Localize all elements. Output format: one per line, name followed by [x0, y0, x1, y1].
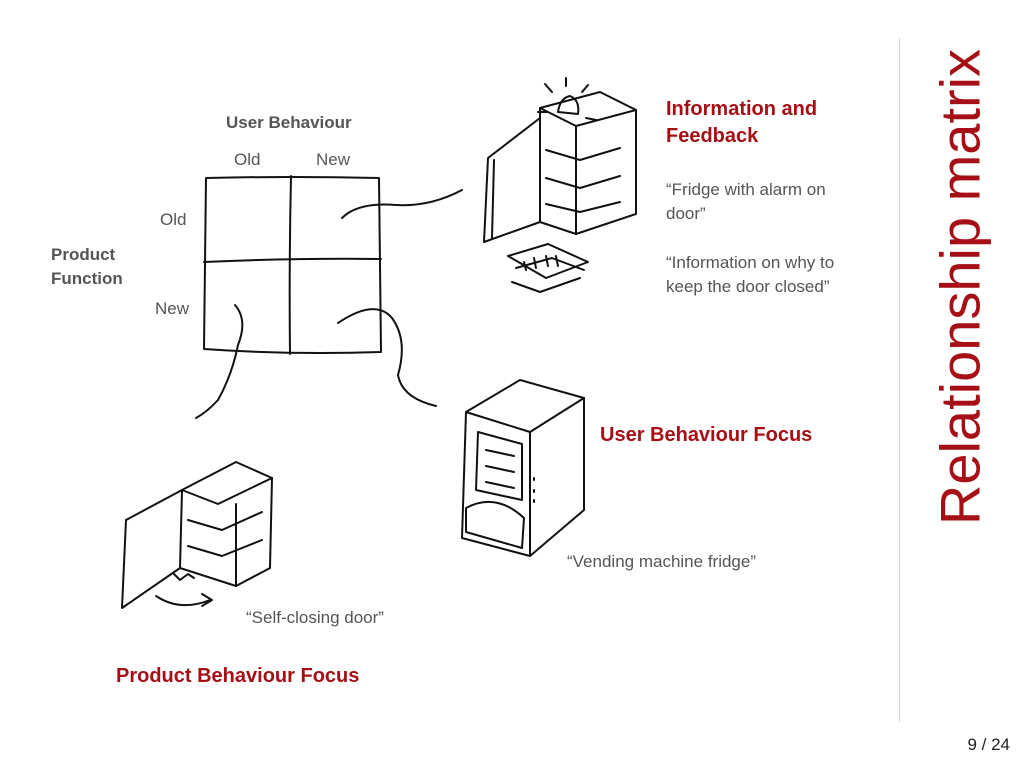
- product-behaviour-focus-heading: Product Behaviour Focus: [116, 665, 360, 687]
- matrix-column-old-label: Old: [234, 150, 261, 169]
- vending-fridge-quote: “Vending machine fridge”: [567, 552, 757, 571]
- self-closing-door-quote: “Self-closing door”: [246, 608, 384, 627]
- info-feedback-quote1-line2: door”: [666, 204, 706, 223]
- matrix-row-old-label: Old: [160, 210, 187, 229]
- page-number: 9 / 24: [967, 735, 1010, 754]
- matrix-side-heading-line1: Product: [51, 245, 116, 264]
- fridge-alarm-sketch: [483, 77, 637, 293]
- vending-fridge-sketch: [461, 379, 585, 557]
- info-feedback-quote2-line1: “Information on why to: [666, 253, 835, 272]
- info-feedback-heading-line1: Information and: [666, 98, 818, 120]
- user-behaviour-focus-heading: User Behaviour Focus: [600, 424, 813, 446]
- matrix-side-heading-line2: Function: [51, 269, 123, 288]
- matrix-row-new-label: New: [155, 299, 190, 318]
- connector-product-behaviour: [195, 304, 244, 419]
- sidebar-divider: [899, 38, 900, 722]
- info-feedback-quote1-line1: “Fridge with alarm on: [666, 180, 826, 199]
- slide-title-container: Relationship matrix: [925, 44, 995, 530]
- info-feedback-quote2-line2: keep the door closed”: [666, 277, 830, 296]
- connector-user-behaviour: [337, 308, 437, 407]
- slide-title: Relationship matrix: [928, 48, 992, 526]
- info-feedback-heading-line2: Feedback: [666, 125, 759, 147]
- self-closing-fridge-sketch: [121, 461, 273, 609]
- matrix-column-new-label: New: [316, 150, 351, 169]
- matrix-top-heading: User Behaviour: [226, 113, 352, 132]
- relationship-matrix-grid: [203, 175, 382, 355]
- connector-info-feedback: [341, 189, 463, 219]
